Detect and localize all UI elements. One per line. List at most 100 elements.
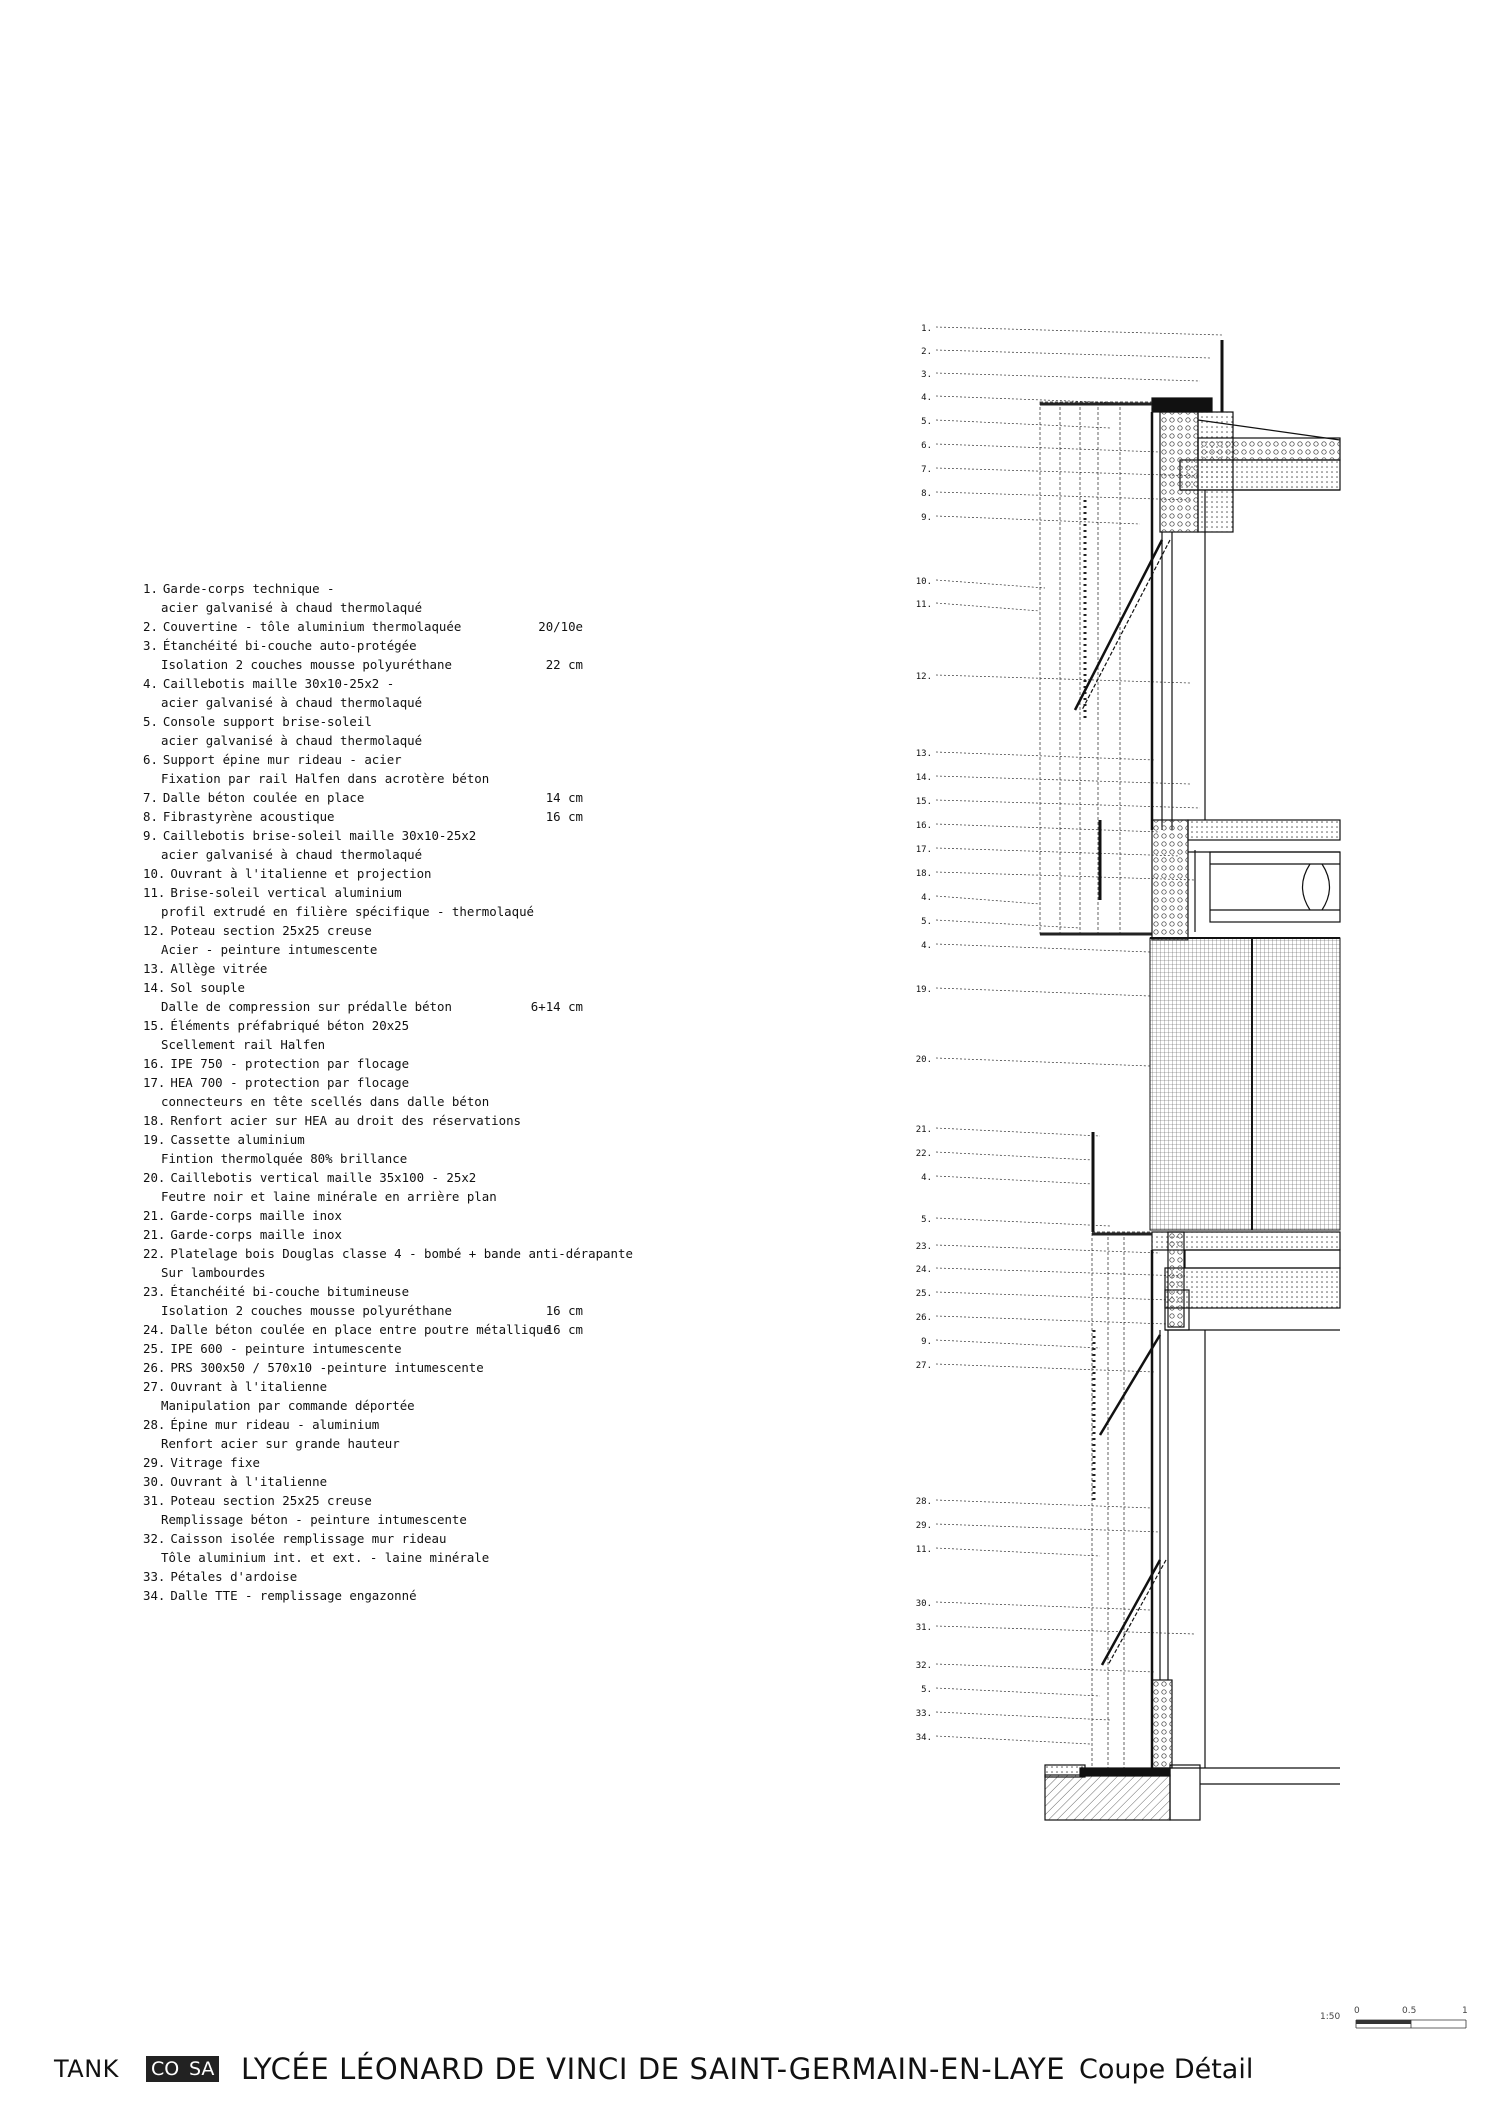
- legend-entry-subtext: Renfort acier sur grande hauteur: [143, 1437, 583, 1457]
- legend-line: profil extrudé en filière spécifique - t…: [161, 904, 534, 919]
- legend-line: Garde-corps maille inox: [170, 1227, 342, 1242]
- leader-line: [935, 919, 1081, 929]
- legend-entry-text: 15.Éléments préfabriqué béton 20x25: [143, 1019, 583, 1039]
- callout-label: 5.: [921, 917, 932, 927]
- legend-entry: 4.Caillebotis maille 30x10-25x2 -acier g…: [143, 676, 583, 716]
- roof-parapet: [1151, 340, 1341, 533]
- legend-entry: 30.Ouvrant à l'italienne: [143, 1474, 583, 1495]
- legend-number: 11.: [143, 885, 166, 900]
- legend-line: Caillebotis maille 30x10-25x2 -: [162, 676, 395, 691]
- callout-label: 2.: [921, 347, 932, 357]
- leader-line: [935, 751, 1156, 761]
- leader-line: [935, 1711, 1111, 1721]
- legend-number: 23.: [143, 1284, 166, 1299]
- legend-entry-text: 5.Console support brise-soleil: [143, 714, 583, 735]
- callout-label: 5.: [921, 1685, 932, 1695]
- leader-line: [935, 1523, 1161, 1533]
- legend-entry-text: 22.Platelage bois Douglas classe 4 - bom…: [143, 1247, 633, 1267]
- legend-number: 2.: [143, 619, 158, 634]
- legend-entry-subtext: Fintion thermolquée 80% brillance: [143, 1152, 583, 1172]
- scale-bar-graphic: [1355, 2019, 1467, 2029]
- legend-line: Manipulation par commande déportée: [161, 1398, 415, 1413]
- scale-tick-2: 1: [1462, 2006, 1468, 2016]
- leader-line: [935, 1339, 1101, 1349]
- callout-label: 11.: [916, 600, 932, 610]
- legend-line: Platelage bois Douglas classe 4 - bombé …: [170, 1246, 633, 1261]
- legend-line: Ouvrant à l'italienne: [170, 1474, 328, 1489]
- legend-entry-text: 20.Caillebotis vertical maille 35x100 - …: [143, 1171, 583, 1191]
- project-title: LYCÉE LÉONARD DE VINCI DE SAINT-GERMAIN-…: [241, 2052, 1066, 2086]
- leader-line: [935, 443, 1161, 453]
- legend-entry-text: 1.Garde-corps technique -: [143, 581, 583, 602]
- legend-number: 31.: [143, 1493, 166, 1508]
- legend-entry: 21.Garde-corps maille inox: [143, 1209, 583, 1229]
- legend-entry-text: 17.HEA 700 - protection par flocage: [143, 1076, 583, 1096]
- scale-ratio: 1:50: [1320, 2012, 1341, 2022]
- callout-label: 23.: [916, 1242, 932, 1252]
- legend-line: acier galvanisé à chaud thermolaqué: [161, 733, 423, 748]
- legend-line: Allège vitrée: [170, 961, 268, 976]
- legend-line: Brise-soleil vertical aluminium: [170, 885, 402, 900]
- legend-line: Fibrastyrène acoustique: [162, 809, 335, 824]
- upper-curtain-wall: [1073, 412, 1206, 830]
- callout-label: 4.: [921, 393, 932, 403]
- callout-label: 11.: [916, 1545, 932, 1555]
- legend-line: Console support brise-soleil: [162, 714, 372, 729]
- legend-line: Poteau section 25x25 creuse: [170, 923, 372, 938]
- legend-number: 28.: [143, 1417, 166, 1432]
- legend-line: Remplissage béton - peinture intumescent…: [161, 1512, 467, 1527]
- leader-line: [935, 823, 1161, 833]
- callout-label: 14.: [916, 773, 932, 783]
- legend-entry-text: 27.Ouvrant à l'italienne: [143, 1380, 583, 1400]
- callout-label: 22.: [916, 1149, 932, 1159]
- legend-line: Sol souple: [170, 980, 245, 995]
- legend-entry: 34.Dalle TTE - remplissage engazonné: [143, 1588, 583, 1609]
- legend-entry: 22.Platelage bois Douglas classe 4 - bom…: [143, 1247, 633, 1286]
- legend-number: 16.: [143, 1056, 166, 1071]
- legend-number: 4.: [143, 676, 158, 691]
- legend-entry: 25.IPE 600 - peinture intumescente: [143, 1341, 583, 1362]
- legend-number: 12.: [143, 923, 166, 938]
- legend-entry-subtext: Acier - peinture intumescente: [143, 943, 583, 963]
- legend-entry: 33.Pétales d'ardoise: [143, 1570, 583, 1590]
- legend-line: Dalle de compression sur prédalle béton: [161, 999, 452, 1014]
- callout-label: 30.: [916, 1599, 932, 1609]
- callout-label: 33.: [916, 1709, 932, 1719]
- legend-entry-text: 9.Caillebotis brise-soleil maille 30x10-…: [143, 829, 583, 849]
- legend-line: Feutre noir et laine minérale en arrière…: [161, 1189, 497, 1204]
- callout-label: 9.: [921, 513, 932, 523]
- legend-number: 32.: [143, 1531, 166, 1546]
- legend-line: Dalle béton coulée en place: [162, 790, 365, 805]
- callout-label: 4.: [921, 941, 932, 951]
- legend-line: Dalle TTE - remplissage engazonné: [170, 1588, 417, 1603]
- legend-line: IPE 750 - protection par flocage: [170, 1056, 410, 1071]
- legend-entry-text: 16. IPE 750 - protection par flocage: [143, 1056, 583, 1077]
- legend-number: 8.: [143, 809, 158, 824]
- brand-box-sa: SA: [184, 2056, 220, 2082]
- legend-line: Vitrage fixe: [170, 1455, 260, 1470]
- leader-line: [935, 372, 1201, 382]
- leader-line: [935, 1267, 1186, 1277]
- callout-label: 25.: [916, 1289, 932, 1299]
- callout-label: 17.: [916, 845, 932, 855]
- legend-list: 1.Garde-corps technique - acier galvanisé…: [143, 581, 633, 1609]
- legend-entry-subtext: Fixation par rail Halfen dans acrotère b…: [143, 772, 583, 792]
- brand-box-co: CO: [146, 2056, 185, 2082]
- leader-line: [935, 1625, 1196, 1635]
- legend-number: 6.: [143, 752, 158, 767]
- legend-line: Support épine mur rideau - acier: [162, 752, 402, 767]
- legend-line: Étanchéité bi-couche auto-protégée: [162, 638, 417, 653]
- vertical-grating-panel: [1149, 937, 1341, 1231]
- legend-number: 1.: [143, 581, 158, 596]
- callout-label: 27.: [916, 1361, 932, 1371]
- legend-number: 25.: [143, 1341, 166, 1356]
- leader-line: [935, 467, 1201, 477]
- leader-line: [935, 1663, 1156, 1673]
- legend-line: connecteurs en tête scellés dans dalle b…: [161, 1094, 490, 1109]
